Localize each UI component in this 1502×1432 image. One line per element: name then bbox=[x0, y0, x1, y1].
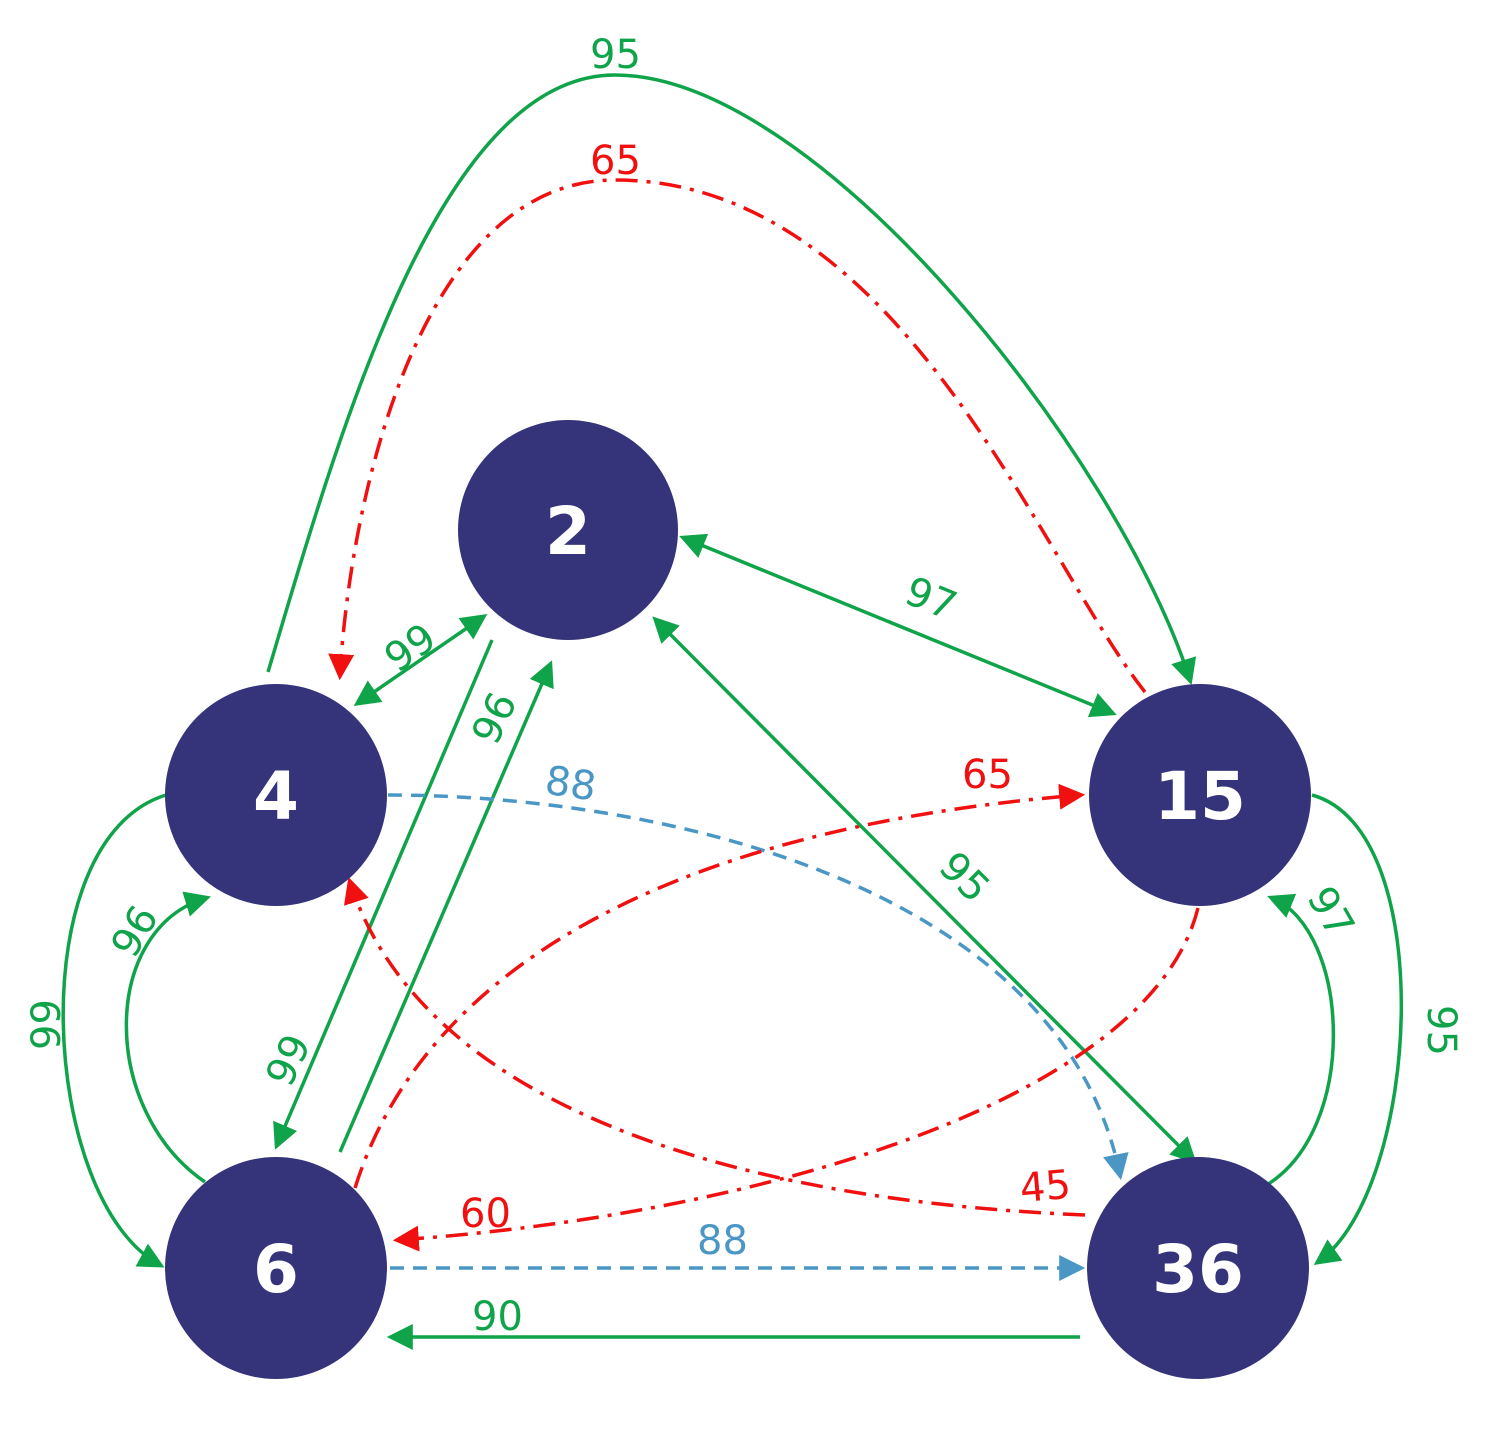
edge-label-6-15-red: 65 bbox=[962, 752, 1013, 798]
edge-2-15-green bbox=[679, 533, 1117, 718]
edge-15-to-6-red bbox=[392, 907, 1200, 1252]
edge-label-4-2-green: 99 bbox=[377, 615, 445, 682]
edge-6-to-15-red bbox=[353, 783, 1086, 1189]
node-circle bbox=[458, 420, 678, 640]
edge-15-to-4-red bbox=[328, 178, 1147, 694]
edge-label-4-6-green: 99 bbox=[24, 999, 70, 1050]
node-6[interactable]: 6 bbox=[165, 1157, 387, 1379]
node-circle bbox=[1089, 684, 1311, 906]
node-circle bbox=[165, 1157, 387, 1379]
node-label: 15 bbox=[1154, 758, 1246, 835]
edge-label-15-6-red: 60 bbox=[460, 1191, 511, 1237]
node-label: 2 bbox=[545, 493, 591, 570]
node-label: 36 bbox=[1152, 1231, 1244, 1308]
edge-36-to-15-green-inner bbox=[1264, 893, 1336, 1188]
node-circle bbox=[165, 684, 387, 906]
edge-label-6-36-blue: 88 bbox=[697, 1218, 748, 1264]
edge-4-to-6-green-outer bbox=[61, 793, 167, 1268]
node-36[interactable]: 36 bbox=[1087, 1157, 1309, 1379]
edge-36-to-4-red bbox=[344, 877, 1086, 1217]
node-4[interactable]: 4 bbox=[165, 684, 387, 906]
edge-label-4-36-blue: 88 bbox=[542, 758, 599, 811]
node-label: 6 bbox=[253, 1231, 299, 1308]
edge-label-4-15-green: 95 bbox=[590, 32, 641, 78]
edge-6-to-4-green-inner bbox=[124, 891, 211, 1184]
edge-4-to-15-green bbox=[266, 73, 1197, 685]
edge-6-to-2-green bbox=[338, 660, 554, 1153]
edge-15-to-36-green-outer bbox=[1311, 793, 1404, 1266]
node-15[interactable]: 15 bbox=[1089, 684, 1311, 906]
edge-label-36-4-red: 45 bbox=[1018, 1162, 1073, 1212]
edge-label-36-2-green: 95 bbox=[930, 843, 999, 912]
edge-2-to-6-green bbox=[273, 639, 494, 1150]
edge-label-2-15-green: 97 bbox=[899, 568, 963, 630]
node-2[interactable]: 2 bbox=[458, 420, 678, 640]
edge-36-2-green bbox=[652, 616, 1197, 1164]
edge-label-36-15-green: 97 bbox=[1298, 879, 1363, 946]
edge-label-15-36-green: 95 bbox=[1418, 1005, 1464, 1056]
node-label: 4 bbox=[253, 758, 299, 835]
edge-4-2-green bbox=[353, 614, 488, 706]
edge-label-6-4-green: 96 bbox=[103, 898, 168, 965]
node-circle bbox=[1087, 1157, 1309, 1379]
edge-label-15-4-red: 65 bbox=[590, 138, 641, 184]
edge-label-36-6-green: 90 bbox=[472, 1294, 523, 1340]
edge-label-2-6-green: 99 bbox=[257, 1028, 320, 1094]
